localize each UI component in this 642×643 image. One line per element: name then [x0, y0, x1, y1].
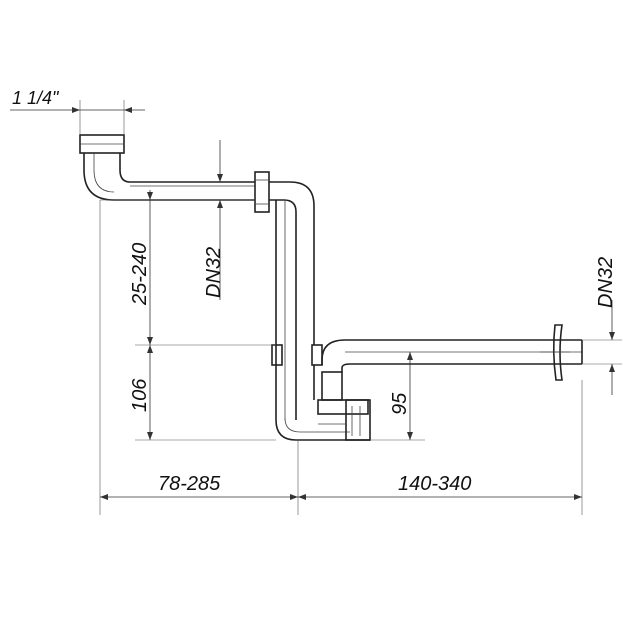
dim-height-adjust: 25-240 — [100, 190, 255, 440]
inlet-connector — [79, 134, 255, 201]
upper-arm — [130, 171, 315, 345]
dim-horizontal: 78-285 140-340 — [99, 200, 583, 515]
dim-dn-vertical: DN32 — [203, 140, 225, 300]
dim-outlet-height: 95 — [370, 352, 425, 441]
horizontal-left-label: 78-285 — [158, 473, 221, 495]
dim-dn-outlet: DN32 — [582, 257, 622, 395]
outlet-pipe — [321, 324, 583, 381]
dim-thread-size: 1 1/4" — [10, 88, 145, 135]
dim-trap-height: 106 — [129, 344, 276, 441]
trap-bottle — [275, 371, 371, 441]
horizontal-right-label: 140-340 — [398, 473, 471, 495]
height-adjust-label: 25-240 — [129, 243, 151, 306]
thread-size-label: 1 1/4" — [12, 88, 60, 108]
dn-vertical-label: DN32 — [203, 247, 225, 298]
trap-height-label: 106 — [129, 378, 151, 412]
dn-outlet-label: DN32 — [595, 257, 617, 308]
outlet-height-label: 95 — [389, 392, 411, 415]
